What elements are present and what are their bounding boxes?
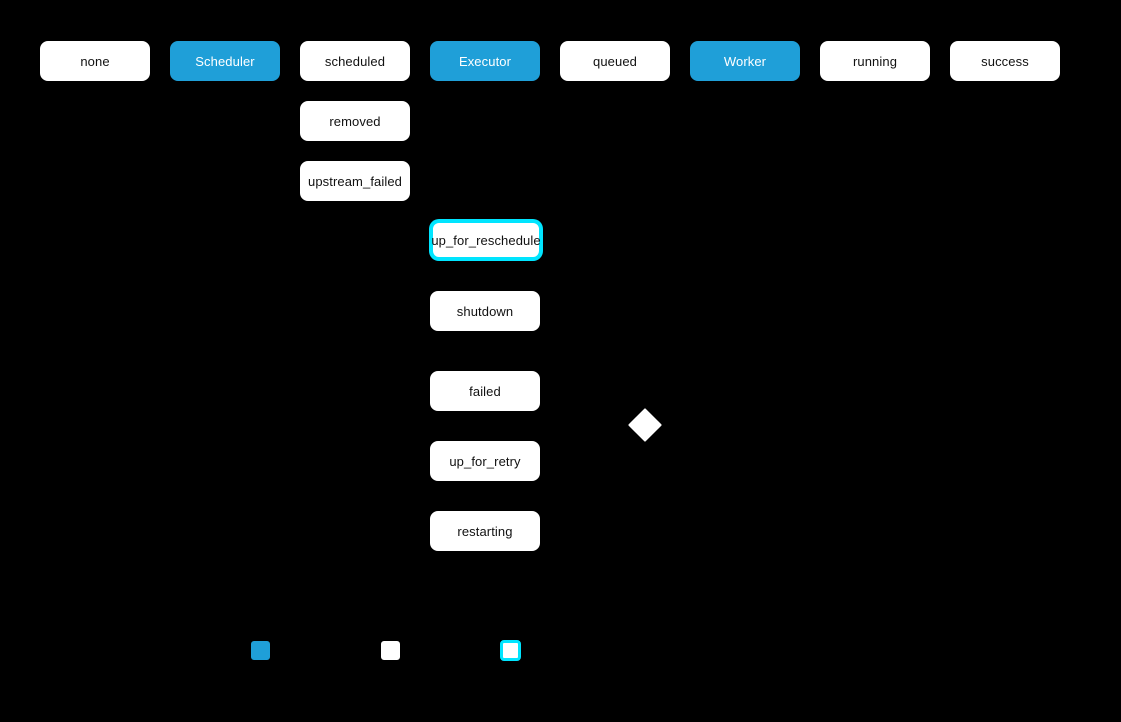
node-removed[interactable]: removed: [300, 101, 410, 141]
node-label: running: [852, 53, 898, 69]
node-upstream_failed[interactable]: upstream_failed: [300, 161, 410, 201]
node-up_for_reschedule[interactable]: up_for_reschedule: [430, 220, 542, 260]
legend-actor-swatch: [251, 641, 270, 660]
node-label: up_for_retry: [449, 453, 521, 469]
node-label: failed: [469, 383, 501, 399]
node-queued[interactable]: queued: [560, 41, 670, 81]
node-worker[interactable]: Worker: [690, 41, 800, 81]
node-running[interactable]: running: [820, 41, 930, 81]
legend-state-swatch: [381, 641, 400, 660]
node-executor[interactable]: Executor: [430, 41, 540, 81]
node-label: success: [981, 53, 1029, 69]
node-label: queued: [593, 53, 637, 69]
node-label: up_for_reschedule: [431, 232, 541, 248]
legend-highlight-swatch: [500, 640, 521, 661]
node-label: scheduled: [324, 53, 386, 69]
node-label: Scheduler: [195, 53, 255, 69]
diamond-marker: [628, 408, 662, 442]
node-label: restarting: [457, 523, 513, 539]
node-label: upstream_failed: [308, 173, 402, 189]
node-restarting[interactable]: restarting: [430, 511, 540, 551]
node-label: shutdown: [456, 303, 514, 319]
node-scheduled[interactable]: scheduled: [300, 41, 410, 81]
node-shutdown[interactable]: shutdown: [430, 291, 540, 331]
node-label: removed: [329, 113, 381, 129]
node-scheduler[interactable]: Scheduler: [170, 41, 280, 81]
node-label: Worker: [723, 53, 767, 69]
node-failed[interactable]: failed: [430, 371, 540, 411]
node-success[interactable]: success: [950, 41, 1060, 81]
node-label: Executor: [458, 53, 512, 69]
node-up_for_retry[interactable]: up_for_retry: [430, 441, 540, 481]
node-none[interactable]: none: [40, 41, 150, 81]
node-label: none: [80, 53, 110, 69]
